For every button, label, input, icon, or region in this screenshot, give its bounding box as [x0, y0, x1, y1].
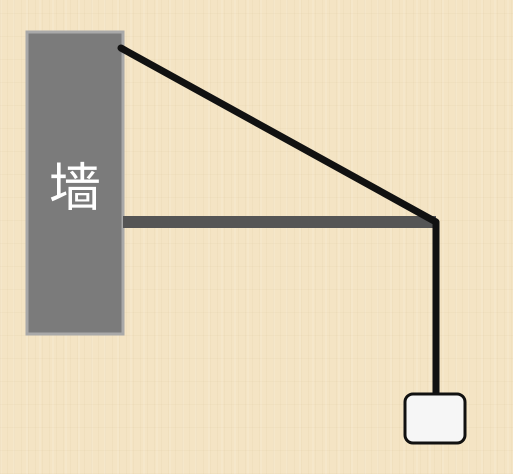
wall: [25, 30, 125, 336]
wall-label: 墙: [49, 159, 101, 219]
hanging-weight: [403, 392, 467, 445]
slanted-rope: [117, 44, 440, 226]
